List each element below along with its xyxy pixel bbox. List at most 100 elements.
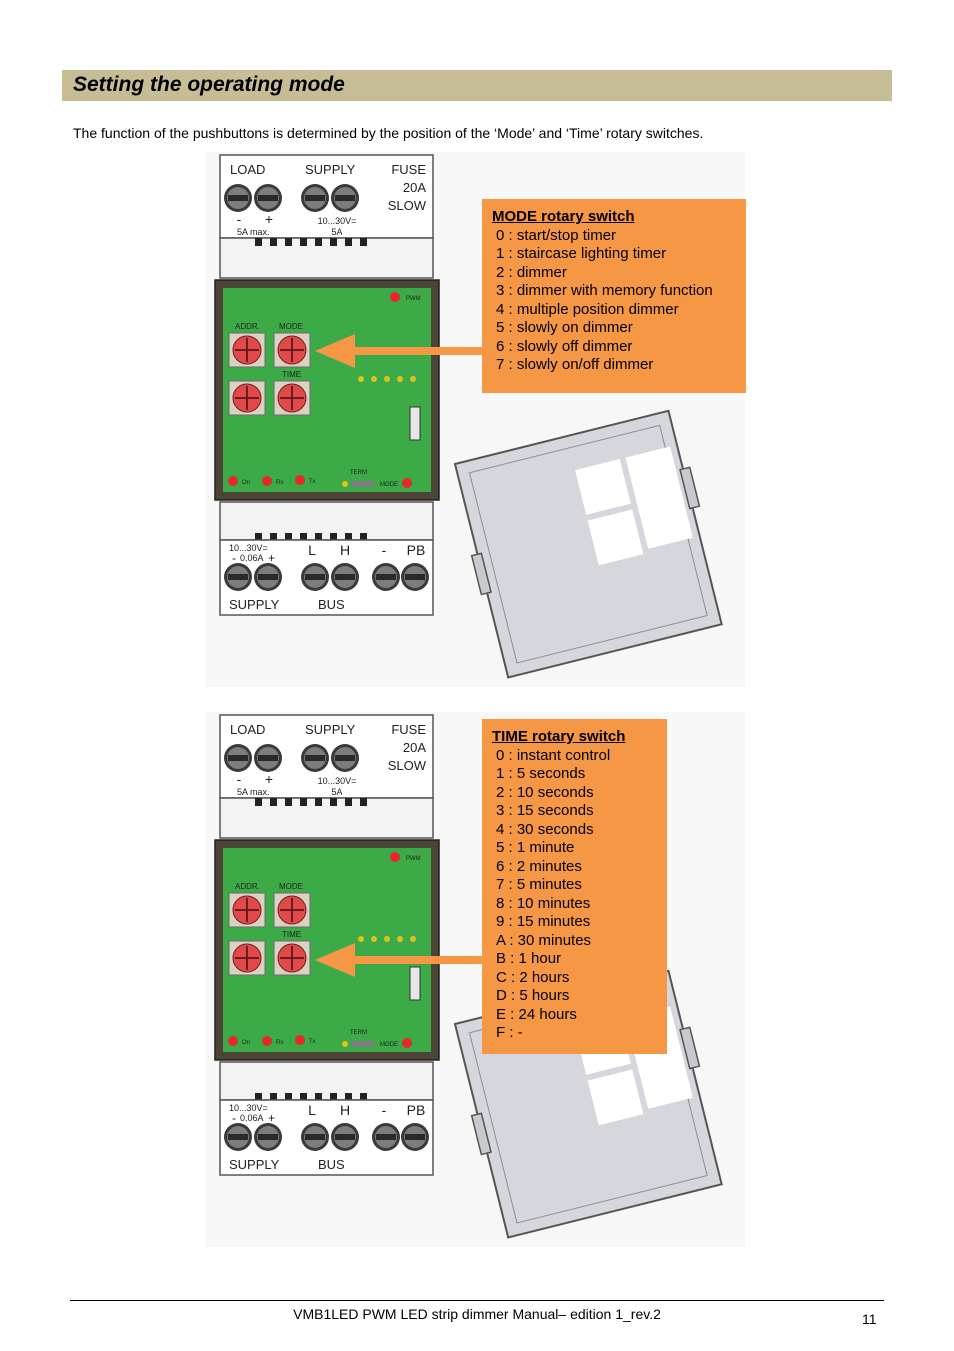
label-tx: Tx [309,479,316,485]
list-item: 2 : 10 seconds [496,783,594,801]
list-item: B : 1 hour [496,950,562,967]
on-led [228,476,238,486]
list-item: 5 : 1 minute [496,839,575,856]
rail-tooth [315,1093,322,1101]
rail-tooth [285,238,292,246]
label-mode-button: MODE [380,1042,398,1048]
mode-callout-title: MODE rotary switch [492,208,635,225]
rail-tooth [330,533,337,541]
label-minus: - [237,771,242,787]
rail-tooth [285,798,292,806]
label-fuse: FUSE [391,722,426,737]
term-switch [351,481,375,487]
bottom-rail [219,501,434,541]
list-item: 6 : 2 minutes [496,857,582,875]
rail-tooth [315,533,322,541]
rail-tooth [300,238,307,246]
arrow-head [315,943,355,977]
label-bottom-minus: - [232,1111,236,1125]
list-item: 8 : 10 minutes [496,894,591,912]
label-l: L [308,542,316,558]
rail-tooth [315,238,322,246]
label-on: On [242,1040,250,1046]
cover-clip [470,1112,492,1156]
label-pwm: PWM [406,856,421,862]
rail-tooth [360,798,367,806]
list-item: 4 : 30 seconds [496,820,594,838]
status-led [397,936,403,942]
label-bottom-voltage: 10...30V= [229,543,268,553]
rx-led [262,476,272,486]
rail-tooth [315,798,322,806]
label-tx: Tx [309,1039,316,1045]
label-term: TERM [350,1030,367,1036]
terminal-slot [305,195,325,201]
label-load-max: 5A max. [237,787,270,797]
top-rail [219,237,434,279]
label-load-max: 5A max. [237,227,270,237]
label-voltage: 10...30V= [318,776,357,786]
status-led [410,376,416,382]
label-term: TERM [350,470,367,476]
label-current: 0.06A [240,553,264,563]
rail-tooth [300,798,307,806]
label-bottom-plus: + [268,1111,275,1125]
terminal-slot [335,1134,355,1140]
time-callout-title: TIME rotary switch [492,728,626,745]
label-rx: Rx [276,480,283,486]
label-bottom-plus: + [268,551,275,565]
label-h: H [340,1102,350,1118]
term-led [342,1041,348,1047]
terminal-slot [335,195,355,201]
terminal-slot [305,574,325,580]
page-number: 11 [862,1311,877,1327]
on-led [228,1036,238,1046]
rail-tooth [345,238,352,246]
mode-list: 0 : start/stop timer 1 : staircase light… [492,227,736,375]
arrow-head [315,334,355,368]
status-led [397,376,403,382]
rx-led [262,1036,272,1046]
status-led [384,936,390,942]
rail-tooth [345,1093,352,1101]
label-mode: MODE [279,882,303,891]
label-voltage: 10...30V= [318,216,357,226]
rail-tooth [345,533,352,541]
list-item: D : 5 hours [496,987,570,1004]
arrow-shaft [350,347,490,355]
time-list: 0 : instant control 1 : 5 seconds 2 : 10… [492,747,657,1043]
status-led [371,936,377,942]
rail-tooth [330,1093,337,1101]
terminal-slot [405,574,425,580]
terminal-slot [335,574,355,580]
term-switch [351,1041,375,1047]
tx-led [295,475,305,485]
label-mode: MODE [279,322,303,331]
list-item: 6 : slowly off dimmer [496,337,633,355]
status-led [384,376,390,382]
rail-tooth [360,533,367,541]
mode-callout: MODE rotary switch 0 : start/stop timer … [482,199,746,393]
cover-window [587,509,644,566]
cover-window [625,446,693,549]
rail-tooth [345,798,352,806]
list-item: E : 24 hours [496,1005,577,1023]
rail-tooth [255,238,262,246]
footer-divider [70,1300,884,1301]
label-time: TIME [282,930,301,939]
term-jumper [409,406,421,441]
list-item: 0 : instant control [496,746,611,764]
label-pwm: PWM [406,296,421,302]
label-dash: - [382,1102,387,1118]
label-bottom-voltage: 10...30V= [229,1103,268,1113]
rail-tooth [360,238,367,246]
label-minus: - [237,211,242,227]
terminal-slot [305,755,325,761]
cover-clip [679,466,701,510]
rail-tooth [270,798,277,806]
mode-button [402,478,412,488]
rail-tooth [330,798,337,806]
terminal-slot [335,755,355,761]
label-time: TIME [282,370,301,379]
label-bottom-minus: - [232,551,236,565]
